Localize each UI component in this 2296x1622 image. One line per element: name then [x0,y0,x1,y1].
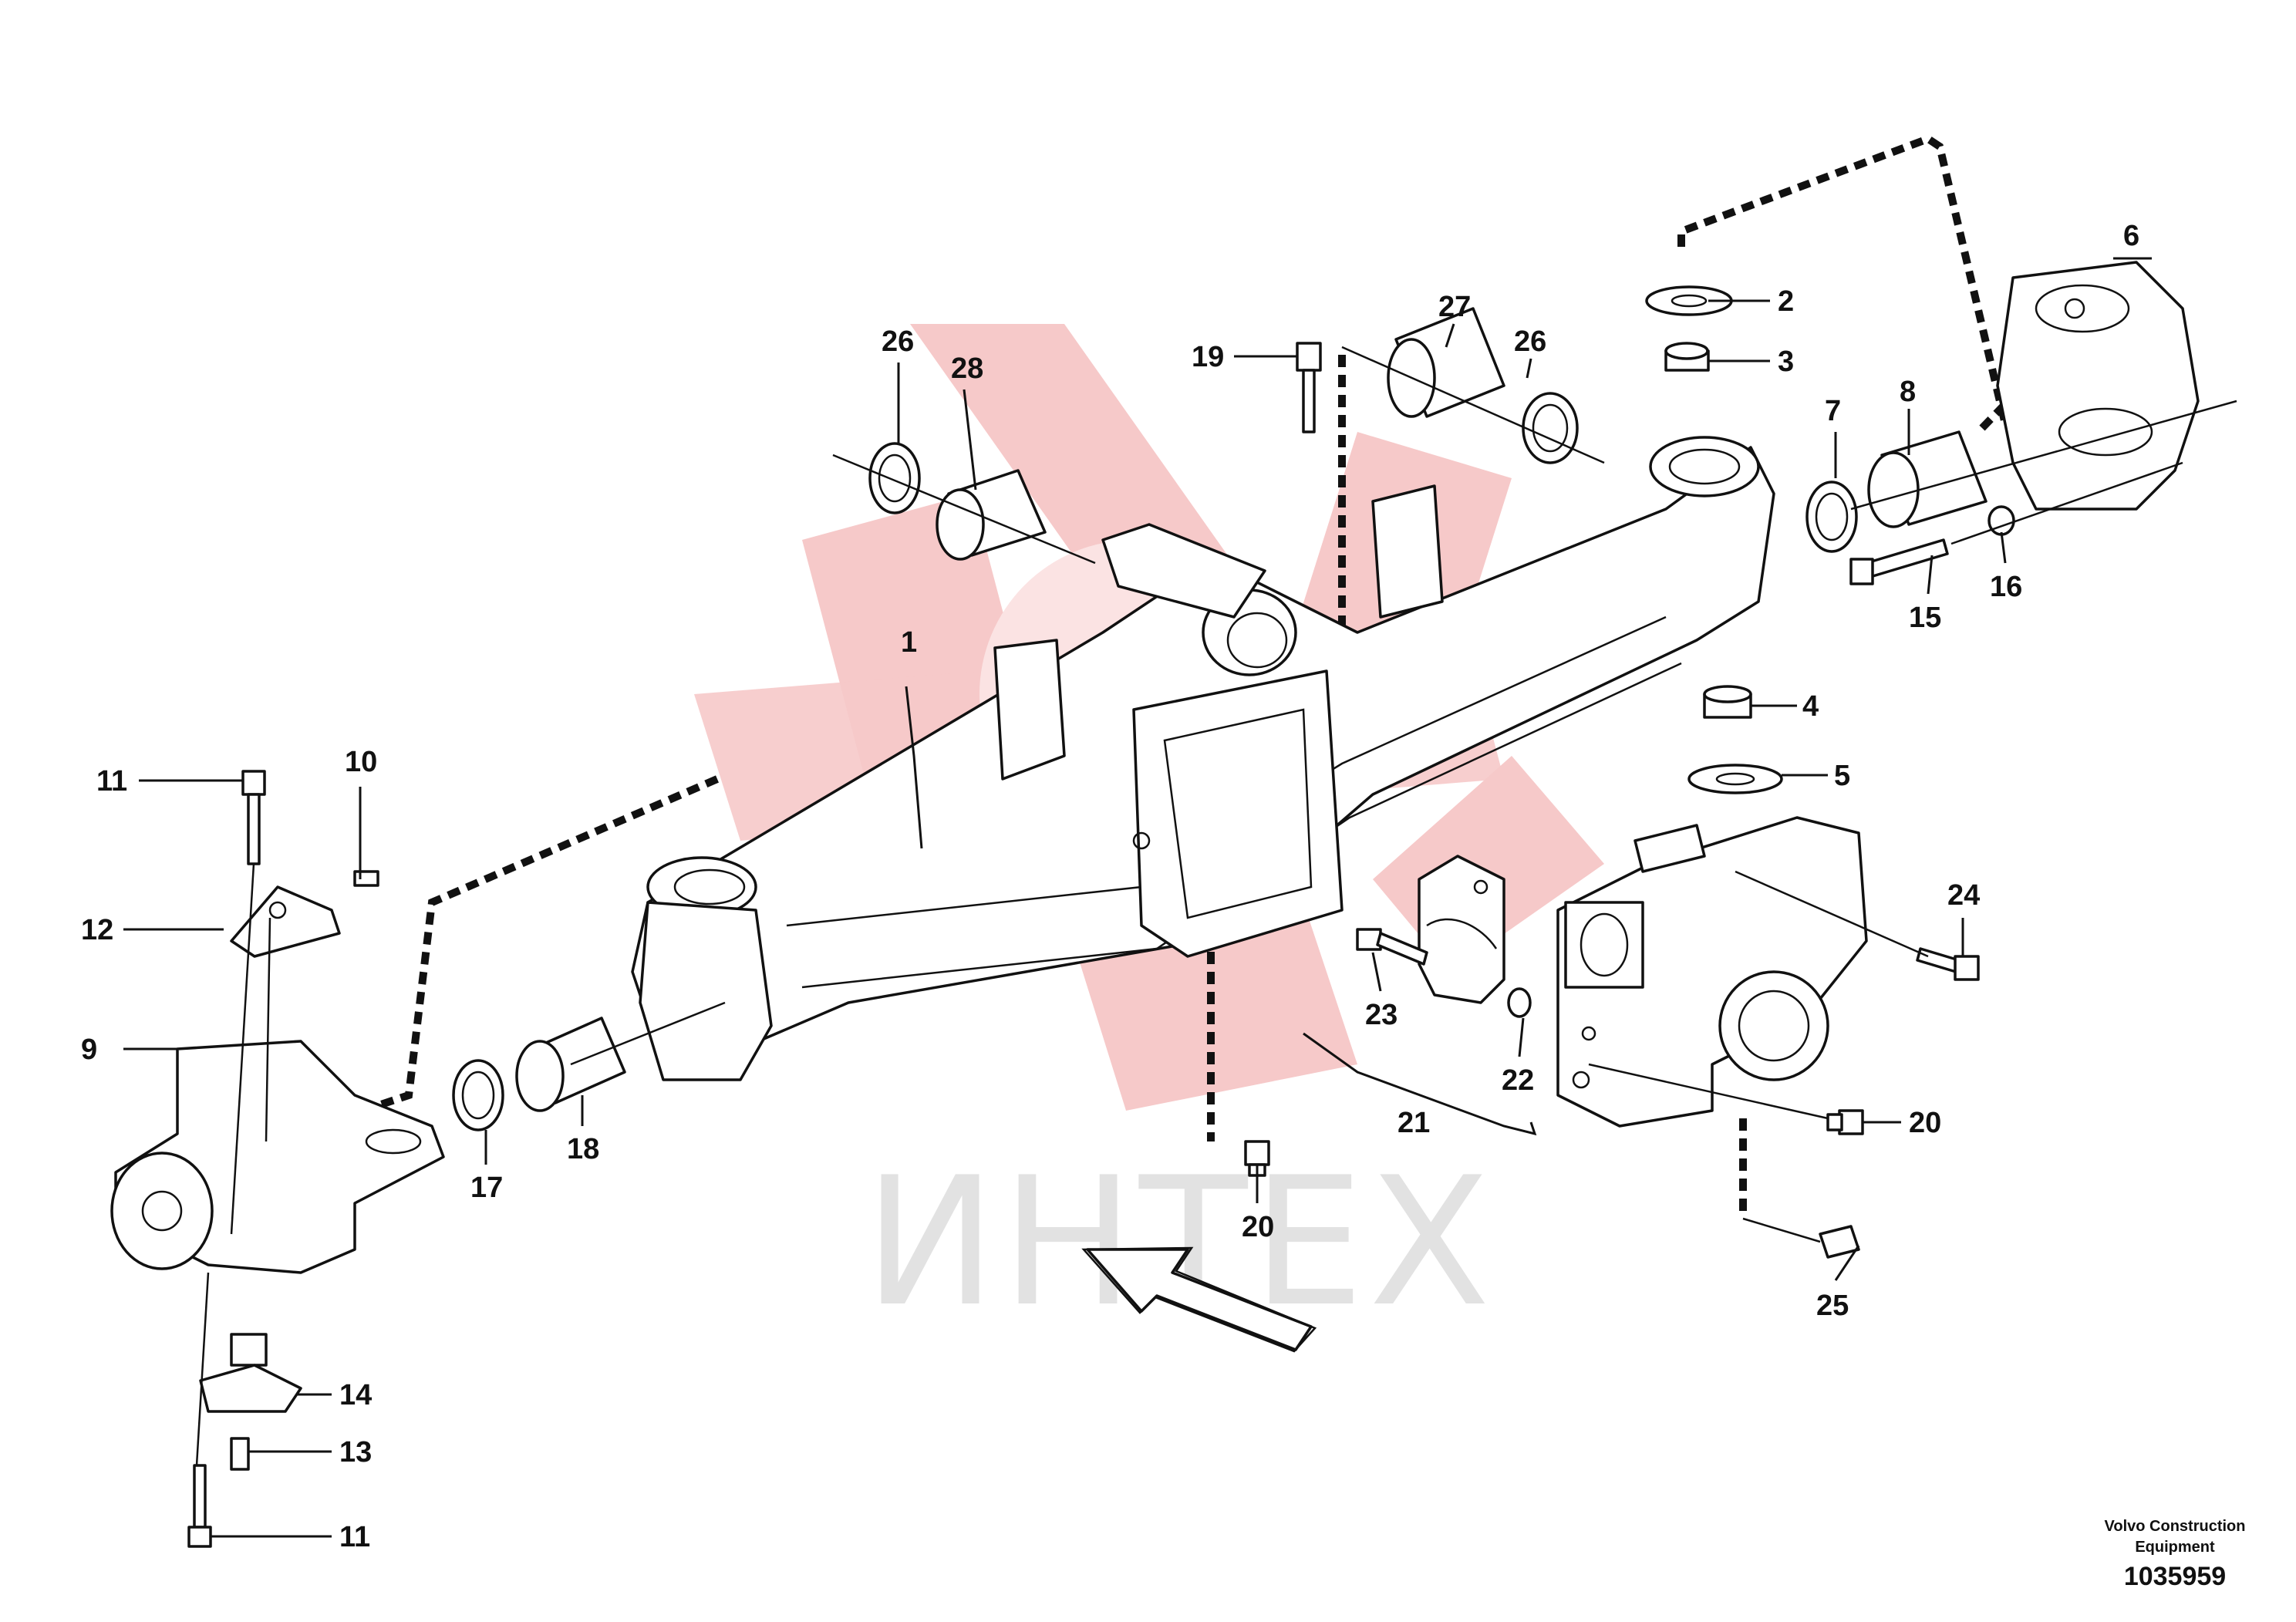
bushing-upper-right [1387,307,1505,418]
label-21: 21 [1397,1107,1430,1139]
bushing-3 [1664,342,1710,372]
upper-left-axis [832,454,1096,565]
label-28: 28 [951,352,983,385]
label-24: 24 [1947,879,1980,912]
drawing-number: 1035959 [2124,1562,2226,1591]
steering-knuckle-right [1996,261,2200,511]
label-9: 9 [81,1034,97,1066]
label-10: 10 [345,746,377,778]
bushing-upper-left [936,469,1047,561]
bushing-4 [1703,685,1752,719]
label-12: 12 [81,914,113,946]
label-26-left: 26 [882,325,914,358]
label-18: 18 [567,1133,599,1165]
bolt-15-axis [1950,461,2183,545]
label-8: 8 [1900,376,1916,408]
king-pin-lower [199,1333,302,1413]
label-7: 7 [1825,395,1841,427]
grease-nipple-lower [230,1437,250,1471]
label-20-center: 20 [1242,1211,1274,1243]
bolt-15 [1849,538,1949,585]
label-20-right: 20 [1909,1107,1941,1139]
washer-5 [1687,764,1783,794]
label-14: 14 [339,1379,372,1411]
nut-16 [1988,505,2015,536]
arm-plate-upper [230,885,341,958]
leader-lines [123,257,2152,1538]
label-27: 27 [1438,291,1471,323]
bolt-19 [1296,342,1322,433]
left-axis-lines [195,863,271,1466]
label-11-upper: 11 [96,765,127,798]
label-26-right: 26 [1514,325,1546,358]
bolt-24 [1916,947,1980,981]
right-knuckle-axis [1850,400,2237,511]
part-labels: 1 2 3 4 5 6 7 8 9 10 11 11 12 13 14 15 1… [81,220,2139,1553]
bolt-23 [1356,928,1428,966]
label-3: 3 [1778,346,1794,378]
seal-7 [1805,481,1858,553]
washer-5-hole [1715,772,1755,786]
credit-line-2: Equipment [2135,1539,2215,1556]
plug-20-right [1826,1109,1864,1135]
direction-arrow-outline [1081,1246,1317,1353]
grease-nipple-upper [353,870,379,887]
pin-25-axis [1742,1217,1821,1243]
label-16: 16 [1990,571,2022,603]
steering-knuckle [110,1040,445,1274]
left-bushing-axis [570,1001,726,1066]
label-5: 5 [1834,760,1850,792]
seal-left [452,1059,504,1131]
label-11-lower: 11 [339,1521,370,1553]
washer-2-hole [1671,294,1708,308]
bolt-24-axis [1735,870,1929,958]
label-22: 22 [1502,1064,1534,1097]
credit-block: Volvo Construction Equipment 1035959 [2105,1518,2246,1591]
washer-22 [1507,987,1532,1018]
bushing-8 [1867,430,1988,528]
seal-upper-right [1522,392,1579,464]
plug-20-axis [1588,1063,1829,1120]
label-4: 4 [1802,690,1819,723]
label-17: 17 [470,1172,503,1204]
upper-right-axis [1341,346,1605,464]
pin-25 [1819,1225,1860,1259]
watermark-text: ИНТЕХ [864,1140,1495,1346]
label-2: 2 [1778,285,1794,318]
label-6: 6 [2123,220,2139,252]
label-23: 23 [1365,999,1397,1031]
bolt-upper [241,770,266,865]
label-15: 15 [1909,602,1941,634]
axle-beam [631,436,1775,1081]
seal-upper-left [868,442,921,514]
bolt-lower [187,1464,212,1548]
label-19: 19 [1192,341,1224,373]
clamp-21 [1418,855,1505,1004]
credit-line-1: Volvo Construction [2105,1518,2246,1535]
label-13: 13 [339,1436,372,1469]
label-25: 25 [1816,1290,1849,1322]
label-1: 1 [901,626,917,659]
